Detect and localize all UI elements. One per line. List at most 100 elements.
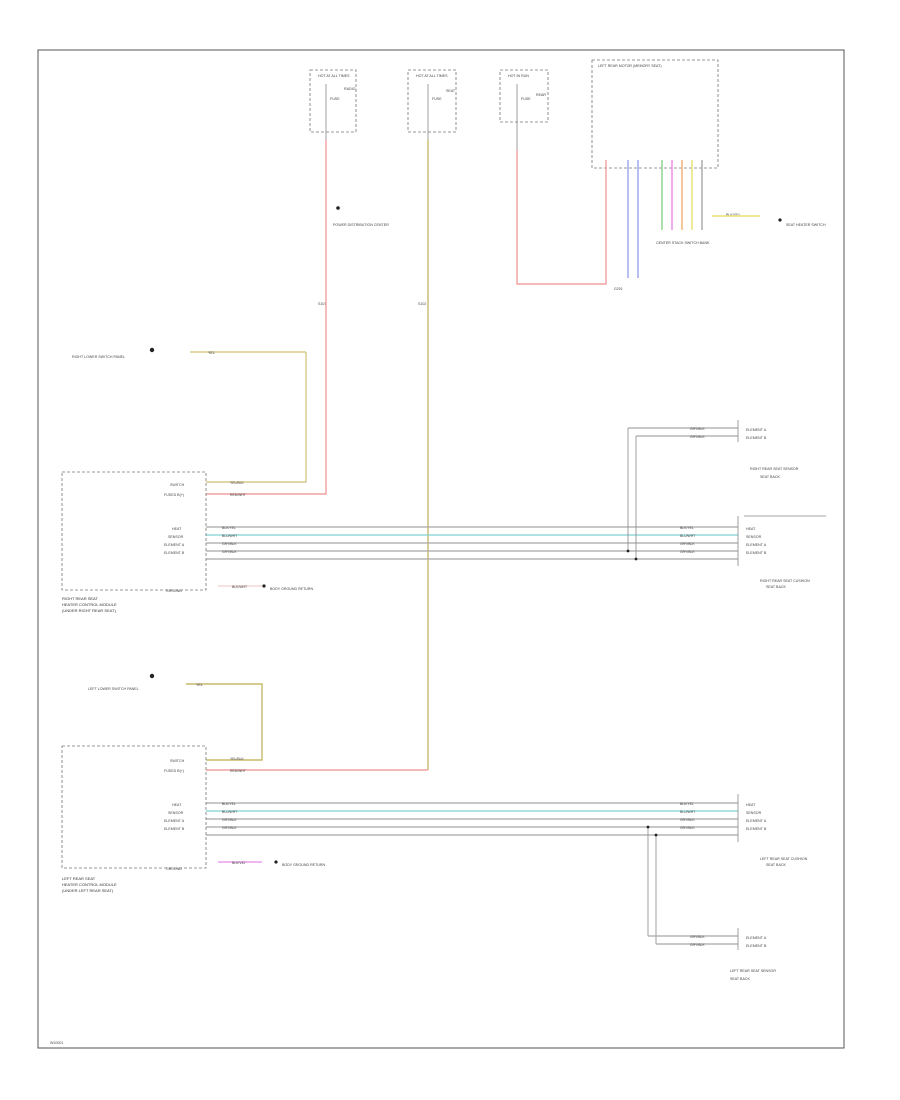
svg-text:ELEMENT B: ELEMENT B [746,436,767,440]
svg-text:BLK/YEL: BLK/YEL [680,802,694,806]
svg-text:SEAT HEATER SWITCH: SEAT HEATER SWITCH [786,223,826,227]
svg-text:GRY/BLK: GRY/BLK [680,542,695,546]
svg-text:SEAT BACK: SEAT BACK [766,585,786,589]
svg-text:HEAT: HEAT [172,527,182,531]
svg-text:BODY GROUND RETURN: BODY GROUND RETURN [270,587,313,591]
svg-text:HEAT: HEAT [172,803,182,807]
svg-text:HOT AT ALL TIMES: HOT AT ALL TIMES [318,74,350,78]
pdc-splice [336,206,340,210]
svg-text:(UNDER RIGHT REAR SEAT): (UNDER RIGHT REAR SEAT) [62,608,117,613]
svg-text:BLK/VIO: BLK/VIO [232,861,246,865]
svg-text:SENSOR: SENSOR [746,811,762,815]
svg-text:LEFT REAR SEAT CUSHION: LEFT REAR SEAT CUSHION [760,857,808,861]
svg-text:FUSE: FUSE [330,97,340,101]
svg-text:BLU/WHT: BLU/WHT [222,810,237,814]
svg-text:BLK/YEL: BLK/YEL [222,802,236,806]
svg-text:ELEMENT B: ELEMENT B [746,551,767,555]
svg-text:HEATER CONTROL MODULE: HEATER CONTROL MODULE [62,602,117,607]
svg-text:HEATER CONTROL MODULE: HEATER CONTROL MODULE [62,882,117,887]
svg-text:FUSED B(+): FUSED B(+) [164,493,184,497]
svg-text:S102: S102 [418,302,426,306]
svg-text:ELEMENT A: ELEMENT A [746,819,767,823]
svg-text:SEAT BACK: SEAT BACK [766,863,786,867]
footer-code: W10001 [50,1041,63,1045]
svg-text:SENSOR: SENSOR [168,535,184,539]
svg-text:GRY/BLK: GRY/BLK [222,542,237,546]
svg-text:BLK/YEL: BLK/YEL [726,213,741,217]
svg-text:ELEMENT A: ELEMENT A [164,819,185,823]
svg-text:BLU/WHT: BLU/WHT [680,534,695,538]
wire-group [186,140,760,945]
svg-text:ELEMENT A: ELEMENT A [164,543,185,547]
svg-text:HOT IN RUN: HOT IN RUN [508,74,529,78]
diagram-frame [37,49,845,1049]
wire-pink-fuse3 [516,150,607,285]
svg-text:YEL/BLK: YEL/BLK [230,757,244,761]
svg-text:REAR: REAR [536,93,546,97]
svg-text:FUSE: FUSE [432,97,442,101]
right-sensor-top: ELEMENT A ELEMENT B RIGHT REAR SEAT SENS… [737,420,799,479]
svg-text:BLK/WHT: BLK/WHT [232,585,247,589]
left-sensor-bottom: ELEMENT A ELEMENT B LEFT REAR SEAT SENSO… [730,928,776,981]
wire-olive-left-sw [186,683,263,761]
wire-code-labels: YEL/BLK RED/WHT BLK/YEL BLU/WHT GRY/BLK … [222,427,705,947]
svg-text:GROUND: GROUND [166,867,182,871]
svg-text:S101: S101 [318,302,326,306]
svg-text:RED/WHT: RED/WHT [230,769,246,773]
svg-text:SWITCH: SWITCH [170,759,185,763]
svg-text:RIGHT REAR SEAT: RIGHT REAR SEAT [62,596,98,601]
svg-text:GRY/BLK: GRY/BLK [680,826,695,830]
svg-text:SEAT BACK: SEAT BACK [760,475,780,479]
left-lower-switch-panel: LEFT LOWER SWITCH PANEL YEL [88,673,203,691]
svg-text:YEL: YEL [208,351,215,355]
svg-text:BODY GROUND RETURN: BODY GROUND RETURN [282,863,325,867]
svg-text:ELEMENT A: ELEMENT A [746,543,767,547]
left-seat-module: SWITCH FUSED B(+) HEAT SENSOR ELEMENT A … [61,745,207,893]
svg-text:FUSED B(+): FUSED B(+) [164,769,184,773]
svg-text:GRY/BLK: GRY/BLK [690,943,705,947]
svg-text:LEFT REAR SEAT SENSOR: LEFT REAR SEAT SENSOR [730,969,776,973]
svg-text:BLU/WHT: BLU/WHT [680,810,695,814]
svg-text:SENSOR: SENSOR [168,811,184,815]
svg-text:ELEMENT B: ELEMENT B [746,827,767,831]
fuse-block-3: HOT IN RUN FUSE REAR [499,69,549,150]
svg-text:HEAT: HEAT [746,803,756,807]
svg-text:RIGHT REAR SEAT CUSHION: RIGHT REAR SEAT CUSHION [760,579,810,583]
svg-text:GRY/BLK: GRY/BLK [222,826,237,830]
svg-text:POWER DISTRIBUTION CENTER: POWER DISTRIBUTION CENTER [333,223,389,227]
svg-text:YEL/BLK: YEL/BLK [230,481,244,485]
svg-text:BLU/WHT: BLU/WHT [222,534,237,538]
wire-tan-right-sw [206,352,307,483]
svg-text:GRY/BLK: GRY/BLK [690,427,705,431]
svg-text:GRY/BLK: GRY/BLK [222,818,237,822]
svg-text:G201: G201 [614,287,623,291]
svg-text:BLK/YEL: BLK/YEL [222,526,236,530]
svg-text:RADIO: RADIO [344,87,356,91]
svg-text:GRY/BLK: GRY/BLK [222,550,237,554]
svg-text:SEAT BACK: SEAT BACK [730,977,750,981]
svg-text:LEFT LOWER SWITCH PANEL: LEFT LOWER SWITCH PANEL [88,687,139,691]
fuse-block-2: HOT AT ALL TIMES FUSE SEAT [407,69,457,140]
fuse-block-4: LEFT REAR MOTOR (MEMORY SEAT) [591,59,719,169]
left-rear-seat-connector: HEAT SENSOR ELEMENT A ELEMENT B LEFT REA… [737,794,808,867]
svg-text:YEL: YEL [196,683,203,687]
svg-text:GRY/BLK: GRY/BLK [690,435,705,439]
svg-text:GROUND: GROUND [166,589,182,593]
svg-text:LEFT REAR MOTOR (MEMORY SEAT): LEFT REAR MOTOR (MEMORY SEAT) [598,64,662,68]
svg-text:RIGHT REAR SEAT SENSOR: RIGHT REAR SEAT SENSOR [750,467,799,471]
fuse-block-1: HOT AT ALL TIMES FUSE RADIO [309,69,357,140]
svg-text:SENSOR: SENSOR [746,535,762,539]
svg-text:GRY/BLK: GRY/BLK [680,550,695,554]
svg-text:HOT AT ALL TIMES: HOT AT ALL TIMES [416,74,448,78]
svg-text:BLK/YEL: BLK/YEL [680,526,694,530]
svg-text:GRY/BLK: GRY/BLK [690,935,705,939]
svg-text:(UNDER LEFT REAR SEAT): (UNDER LEFT REAR SEAT) [62,888,114,893]
svg-text:GRY/BLK: GRY/BLK [680,818,695,822]
svg-text:ELEMENT B: ELEMENT B [164,551,185,555]
right-seat-module: SWITCH FUSED B(+) HEAT SENSOR ELEMENT A … [61,471,207,613]
svg-text:LEFT REAR SEAT: LEFT REAR SEAT [62,876,96,881]
svg-text:SWITCH: SWITCH [170,483,185,487]
svg-text:RIGHT LOWER SWITCH PANEL: RIGHT LOWER SWITCH PANEL [72,355,125,359]
svg-text:RED/WHT: RED/WHT [230,493,246,497]
